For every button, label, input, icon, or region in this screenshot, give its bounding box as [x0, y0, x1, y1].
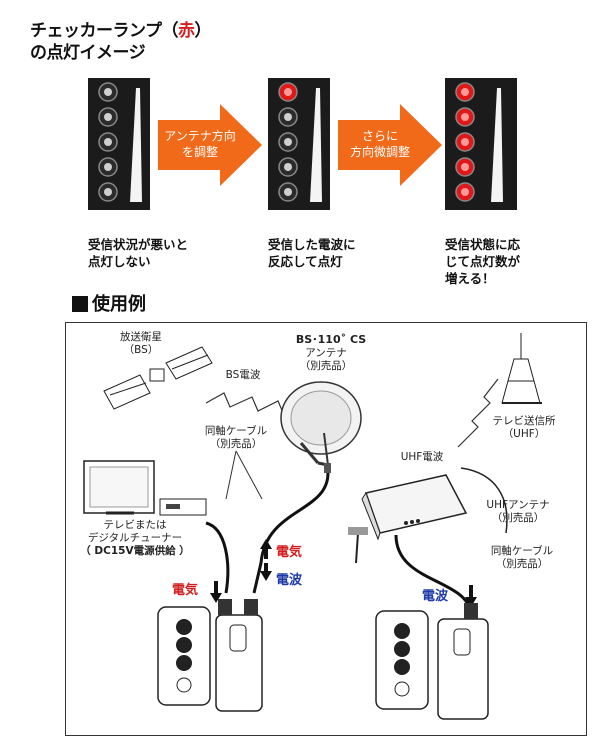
heading-red-text: 赤 — [178, 21, 195, 41]
arrow-2 — [338, 104, 442, 186]
tv-label-line: （ DC15V電源供給 ） — [80, 545, 190, 557]
stage-3-caption-line: 増える！ — [445, 271, 495, 286]
stage-2-caption: 受信した電波に 反応して点灯 — [268, 236, 356, 270]
tv-label: テレビまたは デジタルチューナー （ DC15V電源供給 ） — [70, 519, 200, 558]
tuner-icon — [159, 498, 207, 516]
lamp-center — [461, 138, 469, 146]
arrow-2-text: さらに 方向微調整 — [340, 128, 420, 160]
uhf-zigzag-icon — [457, 378, 499, 448]
stage-3-caption-line: 受信状態に応 — [445, 237, 521, 252]
arrow-1-text: アンテナ方向 を調整 — [160, 128, 240, 160]
denki-label-right: 電気 — [276, 545, 303, 560]
bs-antenna-title: BS･110˚ CS — [295, 333, 367, 346]
stage-2-caption-line: 反応して点灯 — [268, 254, 343, 269]
arrow-1-line2: を調整 — [181, 145, 218, 159]
lamp-panel-1-graphic — [98, 82, 142, 202]
satellite-label: 放送衛星 （BS） — [106, 331, 176, 357]
arrow-2-line2: 方向微調整 — [349, 145, 410, 159]
lamp-center — [284, 163, 292, 171]
heading: チェッカーランプ（赤） の点灯イメージ — [30, 20, 211, 64]
tower-label-line: （UHF） — [502, 428, 546, 440]
stage-2-caption-line: 受信した電波に — [268, 237, 356, 252]
example-diagram — [83, 333, 542, 720]
bs-antenna-label-line: （別売品） — [299, 360, 353, 372]
uhf-antenna-label: UHFアンテナ （別売品） — [478, 499, 558, 525]
uhf-antenna-label-line: UHFアンテナ — [486, 499, 550, 511]
lamp-center — [284, 113, 292, 121]
checker-device-right-icon — [375, 603, 489, 720]
stage-3-caption-line: じて点灯数が — [445, 254, 521, 269]
lamp-center — [461, 113, 469, 121]
level-bar-icon — [491, 88, 503, 202]
down-arrow-left-icon — [210, 593, 222, 603]
coax-left-label-line: （別売品） — [209, 438, 263, 450]
uhf-antenna-label-line: （別売品） — [491, 512, 545, 524]
section-heading: 使用例 — [72, 290, 146, 316]
stage-3-caption: 受信状態に応 じて点灯数が 増える！ — [445, 236, 520, 287]
lamp-center — [461, 188, 469, 196]
lamp-panel-2 — [268, 78, 330, 210]
example-frame: 放送衛星 （BS） BS電波 BS･110˚ CS アンテナ （別売品） 同軸ケ… — [65, 322, 587, 736]
uhf-curve-arrow — [460, 467, 508, 534]
lamp-center — [461, 88, 469, 96]
lamp-center — [284, 88, 292, 96]
lamp-panel-1 — [88, 78, 150, 210]
tv-label-line: テレビまたは — [103, 519, 167, 531]
lamp-center — [104, 138, 112, 146]
denpa-label-uhf: 電波 — [422, 589, 449, 604]
level-bar-icon — [310, 88, 322, 202]
coax-left-label: 同軸ケーブル （別売品） — [196, 425, 276, 451]
coax-right-label: 同軸ケーブル （別売品） — [482, 545, 562, 571]
lamp-center — [104, 113, 112, 121]
lamp-panel-3-graphic — [455, 82, 503, 202]
heading-line1: チェッカーランプ（赤） — [30, 20, 211, 42]
checker-device-left-icon — [157, 599, 263, 712]
level-bar-icon — [130, 88, 142, 202]
tower-label: テレビ送信所 （UHF） — [484, 415, 564, 441]
satellite-label-line: （BS） — [123, 344, 159, 356]
lamp-panel-2-graphic — [278, 82, 322, 202]
coax-cable-tv — [205, 521, 230, 594]
tv-label-line: デジタルチューナー — [87, 532, 183, 544]
coax-cable-uhf — [394, 534, 473, 614]
down-arrow-icon — [260, 571, 272, 581]
coax-right-label-line: 同軸ケーブル — [490, 545, 554, 557]
arrow-1 — [158, 104, 262, 186]
bs-antenna-label-line: アンテナ — [305, 347, 347, 359]
lamp-center — [104, 88, 112, 96]
heading-line2: の点灯イメージ — [30, 43, 146, 63]
bs-dish-icon — [280, 381, 362, 473]
coax-right-label-line: （別売品） — [495, 558, 549, 570]
satellite-icon — [103, 346, 213, 410]
lamp-center — [284, 188, 292, 196]
lamp-center — [461, 163, 469, 171]
uhf-wave-label: UHF電波 — [400, 451, 444, 463]
coax-left-label-line: 同軸ケーブル — [204, 425, 268, 437]
bs-wave-label: BS電波 — [225, 369, 261, 381]
tower-label-line: テレビ送信所 — [492, 415, 556, 427]
square-bullet-icon — [72, 296, 88, 312]
lamp-center — [104, 163, 112, 171]
stage-1-caption-line: 受信状況が悪いと — [88, 237, 189, 252]
coax-cable-bs — [252, 472, 330, 594]
up-arrow-icon — [260, 539, 272, 559]
section-heading-text: 使用例 — [92, 294, 146, 315]
lamp-center — [284, 138, 292, 146]
bs-antenna-label: アンテナ （別売品） — [291, 347, 361, 373]
satellite-label-line: 放送衛星 — [120, 331, 162, 343]
denpa-label-right: 電波 — [276, 573, 303, 588]
denki-label-left: 電気 — [172, 583, 199, 598]
lamp-center — [104, 188, 112, 196]
stage-1-caption-line: 点灯しない — [88, 254, 151, 269]
heading-text-end: ） — [194, 21, 212, 41]
stage-1-caption: 受信状況が悪いと 点灯しない — [88, 236, 188, 270]
arrow-2-line1: さらに — [361, 129, 398, 143]
heading-text: チェッカーランプ（ — [30, 21, 179, 41]
tv-tower-icon — [501, 333, 542, 404]
arrow-1-line1: アンテナ方向 — [164, 129, 236, 143]
down-arrow-uhf-icon — [465, 597, 477, 607]
uhf-antenna-icon — [348, 474, 468, 564]
tv-icon — [83, 460, 155, 515]
lamp-panel-3 — [445, 78, 517, 210]
